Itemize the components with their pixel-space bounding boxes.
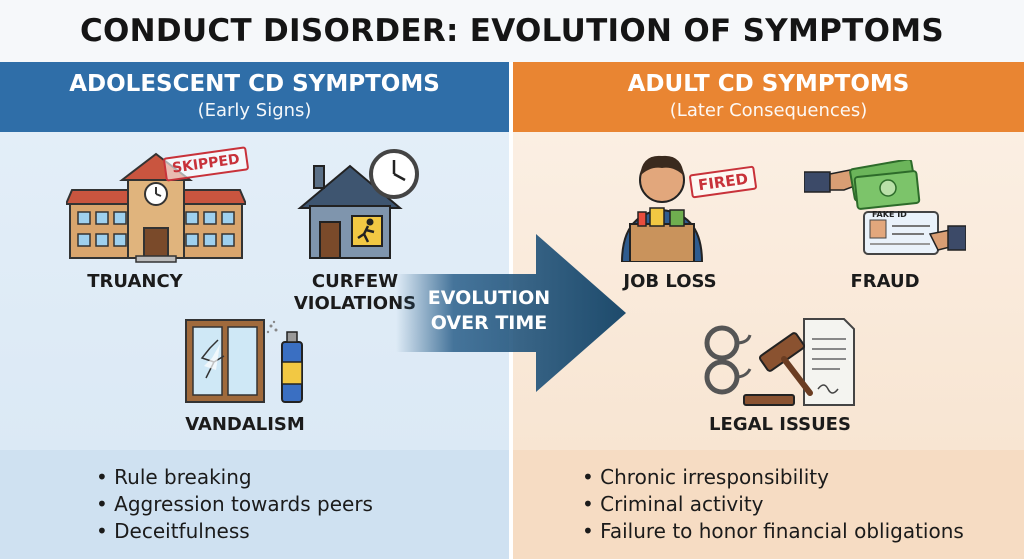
left-bullet-list: Rule breaking Aggression towards peers D… [96, 464, 373, 545]
curfew-violations-label: CURFEW VIOLATIONS [290, 271, 420, 315]
job-loss-label: JOB LOSS [623, 271, 717, 292]
legal-issues-label: LEGAL ISSUES [709, 414, 851, 435]
fraud-label: FRAUD [850, 271, 920, 292]
left-subheading: (Early Signs) [197, 100, 312, 121]
left-header: ADOLESCENT CD SYMPTOMS (Early Signs) [0, 62, 509, 132]
evolution-arrow-icon [396, 234, 626, 392]
right-header: ADULT CD SYMPTOMS (Later Consequences) [513, 62, 1024, 132]
page-title: CONDUCT DISORDER: EVOLUTION OF SYMPTOMS [0, 0, 1024, 62]
right-subheading: (Later Consequences) [669, 100, 868, 121]
evolution-arrow-label: EVOLUTION OVER TIME [405, 286, 573, 336]
arrow-label-line2: OVER TIME [430, 312, 548, 334]
fired-worker-icon [620, 155, 704, 262]
list-item: Failure to honor financial obligations [582, 518, 964, 545]
school-icon [66, 152, 246, 263]
broken-window-spray-icon [185, 319, 303, 403]
truancy-label: TRUANCY [87, 271, 183, 292]
house-clock-icon [297, 149, 419, 259]
list-item: Criminal activity [582, 491, 964, 518]
vandalism-label: VANDALISM [185, 414, 305, 435]
handcuffs-gavel-icon [704, 318, 855, 406]
list-item: Chronic irresponsibility [582, 464, 964, 491]
fake-id-money-icon [804, 160, 966, 255]
left-heading: ADOLESCENT CD SYMPTOMS [69, 71, 440, 97]
list-item: Rule breaking [96, 464, 373, 491]
arrow-label-line1: EVOLUTION [427, 287, 551, 309]
curfew-label-line1: CURFEW [311, 271, 399, 292]
right-bullet-list: Chronic irresponsibility Criminal activi… [582, 464, 964, 545]
right-heading: ADULT CD SYMPTOMS [627, 71, 910, 97]
list-item: Aggression towards peers [96, 491, 373, 518]
list-item: Deceitfulness [96, 518, 373, 545]
fake-id-card-text: FAKE ID [872, 210, 907, 219]
curfew-label-line2: VIOLATIONS [293, 293, 417, 314]
